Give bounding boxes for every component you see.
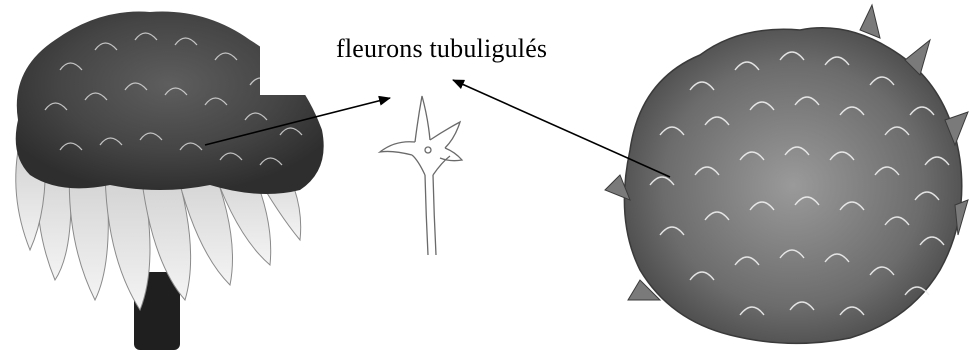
right-flower-image <box>605 5 968 343</box>
floret-label: fleurons tubuligulés <box>336 34 547 64</box>
center-floret-drawing <box>380 96 462 255</box>
left-flower-image <box>16 0 340 350</box>
right-flower-head <box>624 28 961 344</box>
